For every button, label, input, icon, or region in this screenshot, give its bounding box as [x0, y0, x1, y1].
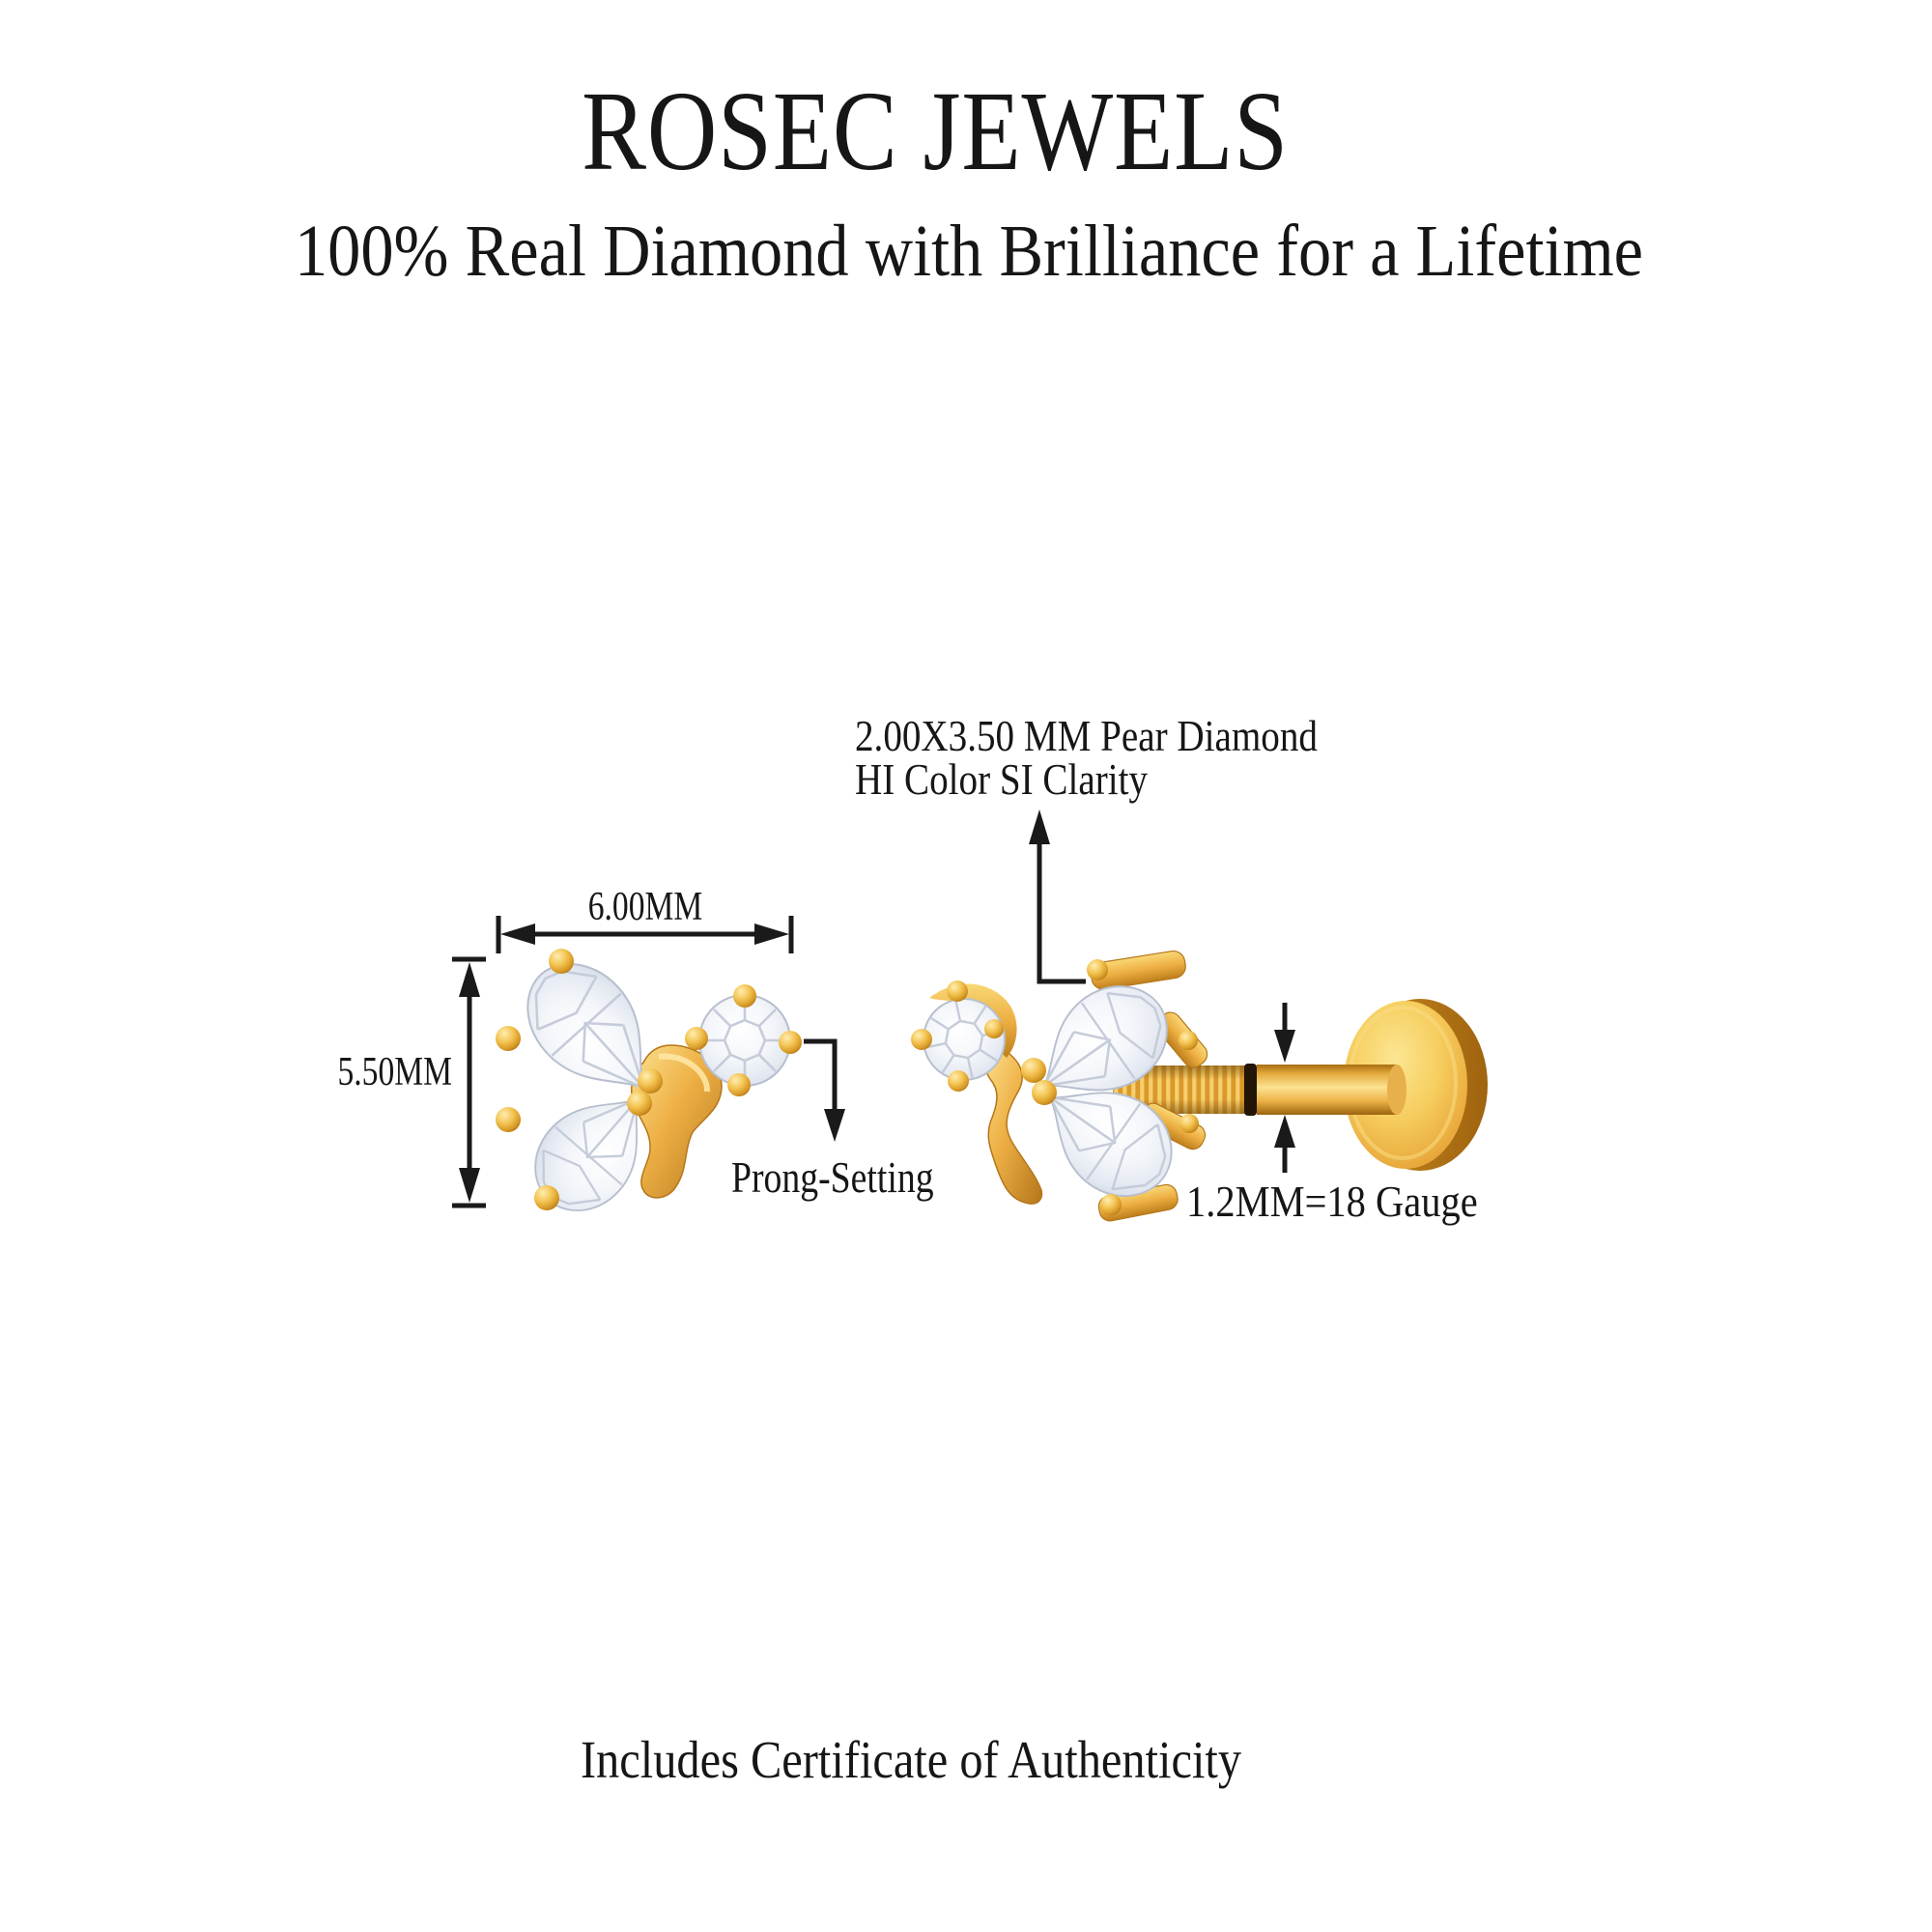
post-bar [1257, 1065, 1406, 1115]
prong-setting-label: Prong-Setting [731, 1152, 934, 1202]
horn-highlight [658, 1053, 710, 1093]
stone-annotation-line1: 2.00X3.50 MM Pear Diamond [855, 711, 1318, 760]
gauge-label: 1.2MM=18 Gauge [1186, 1177, 1478, 1226]
height-dimension-label: 5.50MM [337, 1050, 452, 1094]
certificate-text: Includes Certificate of Authenticity [580, 1730, 1242, 1789]
stone-annotation-line2: HI Color SI Clarity [855, 754, 1149, 804]
width-dimension-arrow [496, 916, 794, 953]
front-view-illustration [496, 940, 802, 1233]
round-mount [929, 983, 1017, 1058]
prong-ball [911, 959, 1199, 1215]
gold-stem [983, 1044, 1043, 1205]
stone-annotation: 2.00X3.50 MM Pear Diamond HI Color SI Cl… [855, 711, 1318, 804]
pear-diamond-arrow [1029, 810, 1086, 984]
height-dimension-arrow [452, 956, 486, 1208]
gauge-arrow-bottom [1274, 1115, 1295, 1173]
tagline: 100% Real Diamond with Brilliance for a … [294, 211, 1644, 292]
o-ring [1244, 1064, 1257, 1116]
width-dimension-label: 6.00MM [587, 885, 703, 929]
side-view-illustration [911, 950, 1488, 1222]
prong-setting-arrow [804, 1038, 845, 1142]
gauge-arrow-top [1274, 1003, 1295, 1063]
round-diamond-front [698, 994, 791, 1087]
prong-ball [496, 949, 802, 1210]
brand-title: ROSEC JEWELS [582, 68, 1289, 194]
